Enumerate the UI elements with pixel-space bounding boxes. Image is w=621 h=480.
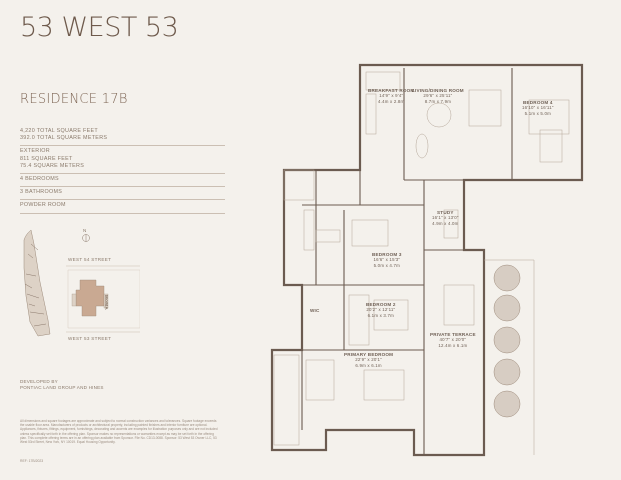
room-label-bedroom-2: BEDROOM 2 20'2" x 12'11" 6.1m x 3.7m xyxy=(366,302,396,318)
legal-disclaimer: All dimensions and square footages are a… xyxy=(20,419,218,445)
terrace-trees xyxy=(493,264,521,418)
document-reference: REF: 17B/2023 xyxy=(20,459,44,463)
stat-line: 811 SQUARE FEET xyxy=(20,155,73,162)
building-label: MoMA xyxy=(104,295,109,310)
room-label-bedroom-4: BEDROOM 4 16'10" x 16'11" 5.1m x 5.0m xyxy=(522,100,554,116)
building-footprint xyxy=(75,279,105,317)
unit-stats: 4,220 TOTAL SQUARE FEET 392.0 TOTAL SQUA… xyxy=(20,126,225,214)
stat-line: EXTERIOR xyxy=(20,148,50,155)
street-label-south: WEST 53 STREET xyxy=(68,336,112,341)
floor-plan: BREAKFAST ROOM 14'9" x 9'4" 4.4m x 2.8m … xyxy=(244,60,604,470)
brand-title: 53 WEST 53 xyxy=(20,12,179,43)
site-map: N WEST 54 STREET WEST 53 STREET MoMA xyxy=(20,224,141,354)
stat-bathrooms: 3 BATHROOMS xyxy=(20,187,225,201)
stat-bedrooms: 4 BEDROOMS xyxy=(20,174,225,188)
stat-line: 4,220 TOTAL SQUARE FEET xyxy=(20,128,99,134)
room-label-bedroom-3: BEDROOM 3 16'6" x 15'3" 5.0m x 4.7m xyxy=(372,252,402,268)
stat-line: 75.4 SQUARE METERS xyxy=(20,162,85,169)
interior-walls xyxy=(301,68,513,455)
room-label-terrace: PRIVATE TERRACE 40'7" x 20'0" 12.4m x 6.… xyxy=(430,332,476,348)
stat-line: POWDER ROOM xyxy=(20,202,66,209)
room-label-primary-bedroom: PRIMARY BEDROOM 22'9" x 20'1" 6.9m x 6.1… xyxy=(344,352,394,368)
stat-exterior: EXTERIOR 811 SQUARE FEET 75.4 SQUARE MET… xyxy=(20,146,225,175)
exterior-walls xyxy=(270,63,584,457)
floor-plan-drawing xyxy=(270,63,584,457)
room-label-living: LIVING/DINING ROOM 29'6" x 25'11" 8.7m x… xyxy=(412,88,464,104)
stat-line: 4 BEDROOMS xyxy=(20,176,59,183)
stat-line: 392.0 TOTAL SQUARE METERS xyxy=(20,135,108,142)
north-label: N xyxy=(83,228,87,233)
street-label-north: WEST 54 STREET xyxy=(68,257,112,262)
developer-line: DEVELOPED BY xyxy=(20,379,58,384)
stat-powder-room: POWDER ROOM xyxy=(20,200,225,214)
room-label-breakfast: BREAKFAST ROOM 14'9" x 9'4" 4.4m x 2.8m xyxy=(368,88,415,104)
tower-facade-pattern xyxy=(24,243,47,327)
site-map-drawing xyxy=(23,229,141,337)
stat-line: 3 BATHROOMS xyxy=(20,189,63,196)
room-label-wic: WIC xyxy=(310,308,320,313)
stat-area: 4,220 TOTAL SQUARE FEET 392.0 TOTAL SQUA… xyxy=(20,126,225,147)
developer-credit: DEVELOPED BY PONTIAC LAND GROUP AND HINE… xyxy=(20,379,140,391)
developer-line: PONTIAC LAND GROUP AND HINES xyxy=(20,385,104,390)
residence-title: RESIDENCE 17B xyxy=(20,92,128,107)
fixtures xyxy=(273,71,570,455)
tower-elevation-icon xyxy=(23,229,51,337)
room-label-study: STUDY 16'1" x 13'0" 4.9m x 4.0m xyxy=(432,210,459,226)
